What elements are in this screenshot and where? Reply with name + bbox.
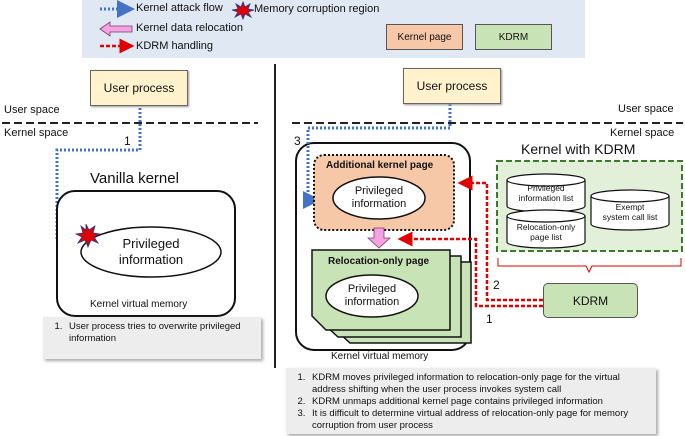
legend-relocation-label: Kernel data relocation xyxy=(136,22,244,34)
kdrm-path-2 xyxy=(457,175,543,302)
legend-kdrm-label: KDRM handling xyxy=(136,40,214,52)
priv-list-line1: Privileged xyxy=(527,183,565,193)
kdrm-path-1 xyxy=(397,231,543,308)
right-notes: KDRM moves privileged information to rel… xyxy=(286,368,656,434)
right-step-2: 2 xyxy=(493,278,500,292)
right-step-1: 1 xyxy=(486,312,493,326)
privileged-info-list-db xyxy=(506,173,586,213)
relocation-arrow xyxy=(366,227,392,249)
relocation-privileged-ellipse xyxy=(325,274,419,318)
left-user-process: User process xyxy=(90,70,188,106)
vanilla-kernel-title: Vanilla kernel xyxy=(90,170,179,187)
additional-privileged-text: Privileged information xyxy=(334,185,424,211)
left-privileged-ellipse xyxy=(80,226,222,278)
right-notes-list: KDRM moves privileged information to rel… xyxy=(286,372,656,432)
left-notes-list: User process tries to overwrite privileg… xyxy=(43,321,261,345)
reloc-list-line1: Relocation-only xyxy=(516,222,576,232)
left-note-1: User process tries to overwrite privileg… xyxy=(65,321,261,345)
left-step-number: 1 xyxy=(124,134,131,148)
left-privileged-line2: information xyxy=(118,252,184,267)
legend-kernel-page-key: Kernel page xyxy=(386,24,463,50)
right-kernel-space-label: Kernel space xyxy=(610,127,675,139)
right-kvm-label: Kernel virtual memory xyxy=(331,351,429,362)
exempt-syscall-list-label: Exempt system call list xyxy=(590,202,670,222)
exempt-syscall-list-db xyxy=(590,189,670,231)
relocation-page-list-db xyxy=(506,209,586,249)
left-privileged-line1: Privileged xyxy=(122,236,180,251)
relocation-page-list-label: Relocation-only page list xyxy=(506,222,586,242)
legend-corruption-label: Memory corruption region xyxy=(254,3,380,15)
additional-privileged-line2: information xyxy=(351,198,407,210)
priv-list-line2: information list xyxy=(518,193,574,203)
left-kernel-space-label: Kernel space xyxy=(4,127,69,139)
legend-corruption-icon xyxy=(231,0,255,21)
right-note-1: KDRM moves privileged information to rel… xyxy=(308,372,656,396)
exempt-line2: system call list xyxy=(602,212,658,222)
legend-relocation-arrow-icon xyxy=(99,21,133,37)
left-kvm-label: Kernel virtual memory xyxy=(90,299,188,310)
reloc-list-line2: page list xyxy=(530,232,562,242)
right-note-2: KDRM unmaps additional kernel page conta… xyxy=(308,396,656,408)
additional-privileged-line1: Privileged xyxy=(354,185,404,197)
exempt-line1: Exempt xyxy=(615,202,645,212)
kdrm-kernel-title: Kernel with KDRM xyxy=(521,141,636,157)
relocation-privileged-text: Privileged information xyxy=(327,283,417,309)
right-attack-path xyxy=(303,104,452,209)
left-corruption-icon xyxy=(74,223,102,249)
left-user-space-label: User space xyxy=(4,104,60,116)
left-notes: User process tries to overwrite privileg… xyxy=(43,317,261,359)
kdrm-brace xyxy=(497,258,682,274)
relocation-privileged-line2: information xyxy=(344,296,400,308)
relocation-privileged-line1: Privileged xyxy=(347,283,397,295)
additional-page-label: Additional kernel page xyxy=(326,160,434,171)
additional-privileged-ellipse xyxy=(332,176,426,220)
legend-kdrm-key: KDRM xyxy=(475,24,552,50)
right-note-3: It is difficult to determine virtual add… xyxy=(308,408,656,432)
left-privileged-text: Privileged information xyxy=(96,236,206,268)
left-attack-path xyxy=(55,108,142,253)
privileged-info-list-label: Privileged information list xyxy=(506,183,586,203)
relocation-page-label: Relocation-only page xyxy=(328,256,430,267)
kdrm-box: KDRM xyxy=(543,283,638,318)
right-step-3: 3 xyxy=(294,134,301,148)
legend-attack-label: Kernel attack flow xyxy=(136,2,223,14)
right-user-process: User process xyxy=(403,68,501,104)
right-user-space-label: User space xyxy=(618,103,674,115)
